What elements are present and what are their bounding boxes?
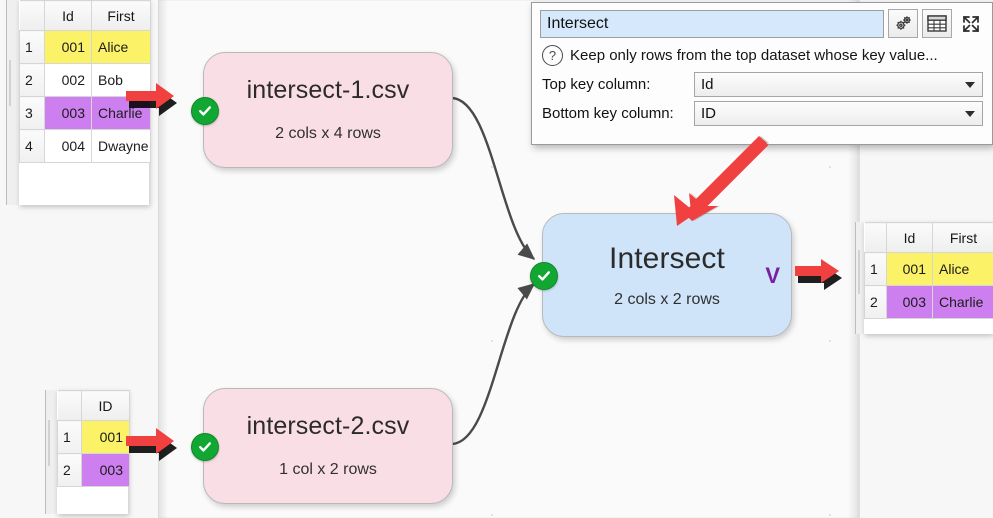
item-name-input[interactable]: Intersect [540,9,884,38]
table-bottom-left[interactable]: ID 1 001 2 003 [57,390,130,487]
expand-fullscreen-icon[interactable] [956,9,986,38]
row-number: 3 [19,96,45,130]
cell-id[interactable]: 003 [81,453,130,487]
table-row[interactable]: 1 001 [57,420,130,454]
table-panel-right: Id First 1 001 Alice 2 003 Charlie [864,222,993,334]
node-intersect-1[interactable]: intersect-1.csv 2 cols x 4 rows [191,52,453,168]
cell-id[interactable]: 002 [44,63,92,97]
hint-row: ? Keep only rows from the top dataset wh… [532,38,992,68]
cell-first[interactable]: Alice [932,252,993,286]
row-header-corner [57,390,82,421]
column-header-id[interactable]: Id [44,0,92,31]
bottom-key-column-value: ID [701,105,716,122]
row-header-corner [864,222,887,253]
table-header-row: Id First [19,0,151,31]
table-row[interactable]: 2 002 Bob [19,63,151,97]
node-subtitle: 2 cols x 4 rows [275,124,381,142]
table-row[interactable]: 1 001 Alice [19,30,151,64]
table-row[interactable]: 2 003 [57,453,130,487]
column-header-id[interactable]: ID [81,390,130,421]
row-number: 2 [57,453,82,487]
question-mark-icon[interactable]: ? [542,45,563,66]
chevron-down-icon [965,110,975,117]
table-grid-icon[interactable] [922,9,952,38]
cell-id[interactable]: 001 [886,252,933,286]
table-row[interactable]: 4 004 Dwayne [19,129,151,163]
column-header-first[interactable]: First [91,0,151,31]
cell-id[interactable]: 001 [81,420,130,454]
row-number: 2 [864,285,887,319]
node-subtitle: 1 col x 2 rows [279,460,377,478]
table-row[interactable]: 1 001 Alice [864,252,993,286]
arrow-to-intersect-node [660,133,790,233]
node-intersect-2[interactable]: intersect-2.csv 1 col x 2 rows [191,388,453,504]
arrow-to-output-table [795,259,865,303]
green-check-icon [191,433,219,461]
table-panel-bottom-left: ID 1 001 2 003 [57,390,130,514]
node-subtitle: 2 cols x 2 rows [614,290,720,308]
bottom-key-column-row: Bottom key column: ID [532,97,992,126]
row-number: 2 [19,63,45,97]
green-check-icon [530,262,558,290]
arrow-to-intersect-2 [126,428,200,472]
cell-id[interactable]: 003 [886,285,933,319]
column-header-id[interactable]: Id [886,222,933,253]
left-splitter-top[interactable] [6,0,20,205]
top-key-column-label: Top key column: [542,76,651,93]
column-header-first[interactable]: First [932,222,993,253]
green-check-icon [191,97,219,125]
node-intersect-op[interactable]: Intersect 2 cols x 2 rows V [530,213,792,337]
table-panel-top-left: Id First 1 001 Alice 2 002 Bob 3 003 [19,0,151,205]
row-number: 1 [864,252,887,286]
cell-id[interactable]: 003 [44,96,92,130]
top-key-column-select[interactable]: Id [694,72,983,97]
node-title: Intersect [609,241,725,275]
row-number: 1 [57,420,82,454]
arrow-to-intersect-1 [126,83,200,127]
hint-text: Keep only rows from the top dataset whos… [570,47,938,64]
row-header-corner [19,0,45,31]
row-number: 4 [19,129,45,163]
node-title: intersect-1.csv [246,76,410,105]
gears-icon[interactable] [888,9,918,38]
chevron-down-icon [965,81,975,88]
table-header-row: Id First [864,222,993,253]
cell-id[interactable]: 004 [44,129,92,163]
table-row[interactable]: 2 003 Charlie [864,285,993,319]
row-number: 1 [19,30,45,64]
top-key-column-row: Top key column: Id [532,68,992,97]
cell-first[interactable]: Charlie [932,285,993,319]
table-header-row: ID [57,390,130,421]
cell-id[interactable]: 001 [44,30,92,64]
top-key-column-value: Id [701,76,714,93]
node-title: intersect-2.csv [246,412,410,441]
node-badge-v[interactable]: V [765,263,780,288]
bottom-key-column-label: Bottom key column: [542,105,674,122]
properties-panel: Intersect [531,2,993,145]
cell-first[interactable]: Alice [91,30,151,64]
bottom-key-column-select[interactable]: ID [694,101,983,126]
properties-toolbar-row: Intersect [532,3,992,38]
table-right-output[interactable]: Id First 1 001 Alice 2 003 Charlie [864,222,993,319]
table-top-left[interactable]: Id First 1 001 Alice 2 002 Bob 3 003 [19,0,151,163]
cell-first[interactable]: Dwayne [91,129,151,163]
